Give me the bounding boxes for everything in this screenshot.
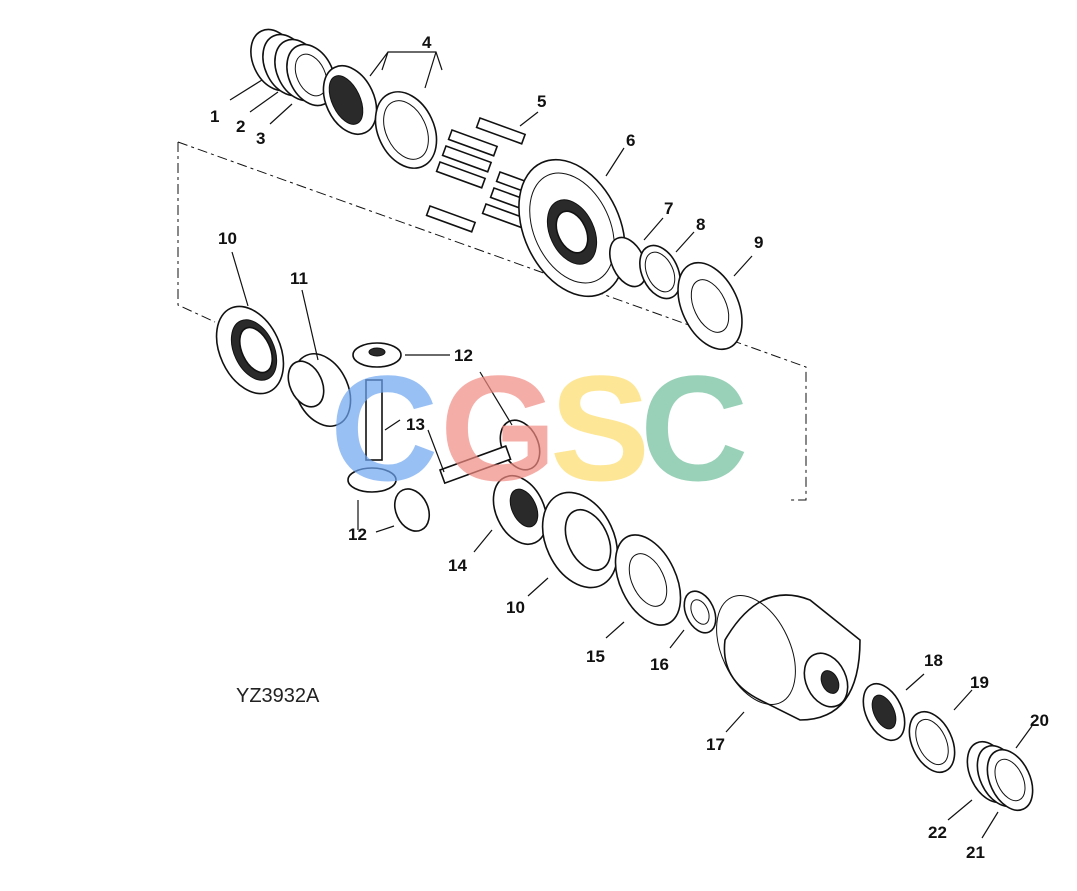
part-cross-shaft-13	[365, 379, 512, 485]
part-friction-disc-15	[614, 534, 682, 626]
watermark-letter-3: S	[550, 344, 650, 512]
part-friction-disc-9	[677, 261, 743, 351]
part-flange-plate	[518, 158, 626, 298]
callout-10-upper: 10	[218, 229, 237, 248]
callout-18: 18	[924, 651, 943, 670]
part-pinion-12b	[347, 467, 397, 493]
callout-2: 2	[236, 117, 245, 136]
part-washer-12	[393, 488, 431, 532]
callout-9: 9	[754, 233, 763, 252]
part-case-half-upper	[215, 305, 285, 395]
watermark: C G S C	[330, 344, 748, 512]
callout-labels: 1 2 3 4 5 6 7 8 9 10 11 12 13 14 10 15 1…	[210, 33, 1049, 862]
leader-lines	[229, 51, 1033, 839]
part-bearing-top	[322, 65, 438, 169]
part-side-gear-11	[287, 353, 352, 427]
part-case-half-lower	[541, 491, 619, 589]
callout-10-lower: 10	[506, 598, 525, 617]
watermark-letter-1: C	[330, 344, 438, 512]
part-drum-17	[716, 594, 861, 721]
part-ring-8	[639, 244, 681, 300]
callout-13: 13	[406, 415, 425, 434]
part-studs	[425, 116, 547, 233]
callout-19: 19	[970, 673, 989, 692]
callout-11: 11	[290, 269, 308, 288]
watermark-letter-2: G	[440, 344, 557, 512]
watermark-letter-4: C	[640, 344, 748, 512]
callout-12-bottom: 12	[348, 525, 367, 544]
part-side-gear-14	[492, 475, 548, 545]
callout-20: 20	[1030, 711, 1049, 730]
callout-6: 6	[626, 131, 635, 150]
callout-15: 15	[586, 647, 605, 666]
callout-5: 5	[537, 92, 546, 111]
callout-16: 16	[650, 655, 669, 674]
part-spring-pack-bottom	[966, 740, 1034, 812]
part-ring-19	[908, 710, 956, 774]
callout-21: 21	[966, 843, 985, 862]
part-plate-16	[683, 590, 717, 634]
callout-8: 8	[696, 215, 705, 234]
callout-12-top: 12	[454, 346, 473, 365]
callout-22: 22	[928, 823, 947, 842]
subassembly-boundary	[177, 141, 807, 501]
callout-1: 1	[210, 107, 219, 126]
callout-4: 4	[422, 33, 432, 52]
drawing-code: YZ3932A	[236, 685, 320, 707]
callout-3: 3	[256, 129, 265, 148]
callout-17: 17	[706, 735, 725, 754]
callout-7: 7	[664, 199, 673, 218]
callout-14: 14	[448, 556, 467, 575]
